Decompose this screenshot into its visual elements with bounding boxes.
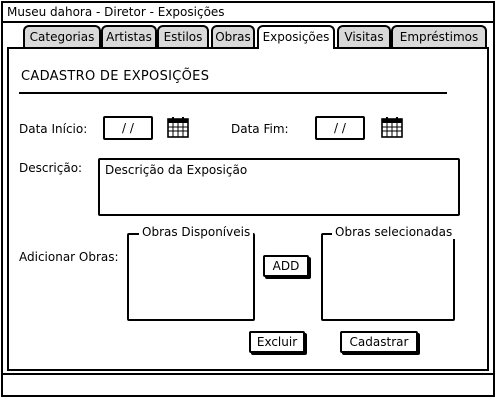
tab-visitas[interactable]: Visitas xyxy=(337,25,391,47)
add-works-label: Adicionar Obras: xyxy=(19,250,119,264)
description-label: Descrição: xyxy=(19,161,83,175)
tab-exposicoes[interactable]: Exposições xyxy=(257,25,335,49)
title-bar: Museu dahora - Diretor - Exposições xyxy=(3,3,493,23)
exposicoes-panel: CADASTRO DE EXPOSIÇÕES Data Início: / / … xyxy=(7,47,489,371)
end-date-label: Data Fim: xyxy=(231,122,289,136)
status-bar xyxy=(3,373,493,395)
save-button[interactable]: Cadastrar xyxy=(340,331,418,353)
calendar-icon[interactable] xyxy=(167,116,189,138)
start-date-input[interactable]: / / xyxy=(103,116,153,140)
tab-obras[interactable]: Obras xyxy=(211,25,255,47)
tab-bar: Categorias Artistas Estilos Obras Exposi… xyxy=(17,25,489,49)
add-button[interactable]: ADD xyxy=(263,255,309,277)
delete-button[interactable]: Excluir xyxy=(249,331,305,353)
calendar-icon[interactable] xyxy=(381,116,403,138)
tab-emprestimos[interactable]: Empréstimos xyxy=(391,25,487,47)
available-works-title: Obras Disponíveis xyxy=(139,225,254,239)
end-date-input[interactable]: / / xyxy=(315,116,365,140)
selected-works-list[interactable]: Obras selecionadas xyxy=(321,225,456,321)
tab-estilos[interactable]: Estilos xyxy=(157,25,209,47)
form-heading: CADASTRO DE EXPOSIÇÕES xyxy=(21,69,210,84)
tab-artistas[interactable]: Artistas xyxy=(101,25,157,47)
heading-divider xyxy=(19,92,447,94)
selected-works-title: Obras selecionadas xyxy=(332,225,456,239)
start-date-label: Data Início: xyxy=(19,122,88,136)
description-textarea[interactable]: Descrição da Exposição xyxy=(98,158,460,216)
available-works-list[interactable]: Obras Disponíveis xyxy=(127,225,255,321)
tab-categorias[interactable]: Categorias xyxy=(23,25,101,47)
